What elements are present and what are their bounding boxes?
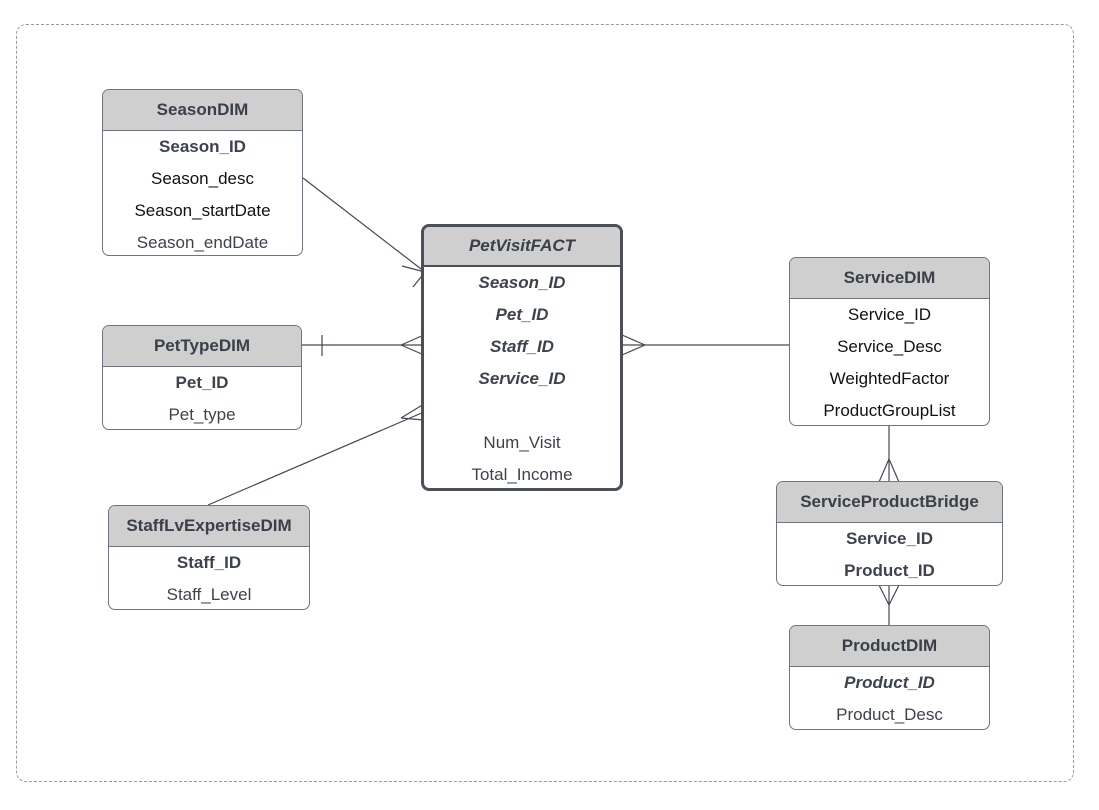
season-dim-table[interactable]: SeasonDIM Season_ID Season_desc Season_s… bbox=[102, 89, 303, 256]
fact-key-pet-id: Pet_ID bbox=[495, 305, 549, 324]
field-season-enddate: Season_endDate bbox=[136, 233, 269, 252]
staff-dim-table[interactable]: StaffLvExpertiseDIM Staff_ID Staff_Level bbox=[108, 505, 310, 610]
field-product-group-list: ProductGroupList bbox=[823, 401, 956, 420]
fact-key-staff-id: Staff_ID bbox=[490, 337, 554, 356]
fact-key-season-id: Season_ID bbox=[478, 273, 566, 292]
link-fact-service bbox=[621, 334, 790, 356]
diagram-frame bbox=[16, 24, 1074, 782]
fact-measure-total-income: Total_Income bbox=[471, 465, 573, 484]
field-weighted-factor: WeightedFactor bbox=[829, 369, 950, 388]
field-season-startdate: Season_startDate bbox=[134, 201, 271, 220]
link-pettype-fact bbox=[302, 334, 425, 356]
link-staff-fact bbox=[207, 403, 425, 506]
bridge-field-service-id: Service_ID bbox=[846, 529, 933, 548]
link-bridge-product bbox=[878, 584, 900, 626]
field-product-desc: Product_Desc bbox=[836, 705, 943, 724]
fact-spacer bbox=[424, 395, 620, 427]
field-season-id: Season_ID bbox=[159, 137, 246, 156]
service-product-bridge-table[interactable]: ServiceProductBridge Service_ID Product_… bbox=[776, 481, 1003, 586]
link-season-fact bbox=[302, 177, 426, 288]
product-dim-table[interactable]: ProductDIM Product_ID Product_Desc bbox=[789, 625, 990, 730]
link-service-bridge bbox=[878, 426, 900, 483]
field-pet-type: Pet_type bbox=[168, 405, 236, 424]
bridge-field-product-id: Product_ID bbox=[844, 561, 935, 580]
field-service-desc: Service_Desc bbox=[837, 337, 942, 356]
field-staff-id: Staff_ID bbox=[176, 553, 242, 572]
fact-key-service-id: Service_ID bbox=[478, 369, 566, 388]
season-dim-title: SeasonDIM bbox=[103, 90, 302, 131]
field-product-id: Product_ID bbox=[844, 673, 935, 692]
field-season-desc: Season_desc bbox=[150, 169, 255, 188]
bridge-title: ServiceProductBridge bbox=[777, 482, 1002, 523]
service-dim-table[interactable]: ServiceDIM Service_ID Service_Desc Weigh… bbox=[789, 257, 990, 426]
staff-dim-title: StaffLvExpertiseDIM bbox=[109, 506, 309, 547]
service-dim-title: ServiceDIM bbox=[790, 258, 989, 299]
field-staff-level: Staff_Level bbox=[166, 585, 252, 604]
petvisit-fact-table[interactable]: PetVisitFACT Season_ID Pet_ID Staff_ID S… bbox=[421, 224, 623, 491]
product-dim-title: ProductDIM bbox=[790, 626, 989, 667]
pettype-dim-title: PetTypeDIM bbox=[103, 326, 301, 367]
field-service-id: Service_ID bbox=[847, 305, 932, 324]
fact-measure-num-visit: Num_Visit bbox=[483, 433, 561, 452]
pettype-dim-table[interactable]: PetTypeDIM Pet_ID Pet_type bbox=[102, 325, 302, 430]
petvisit-fact-title: PetVisitFACT bbox=[424, 227, 620, 267]
field-pet-id: Pet_ID bbox=[175, 373, 229, 392]
